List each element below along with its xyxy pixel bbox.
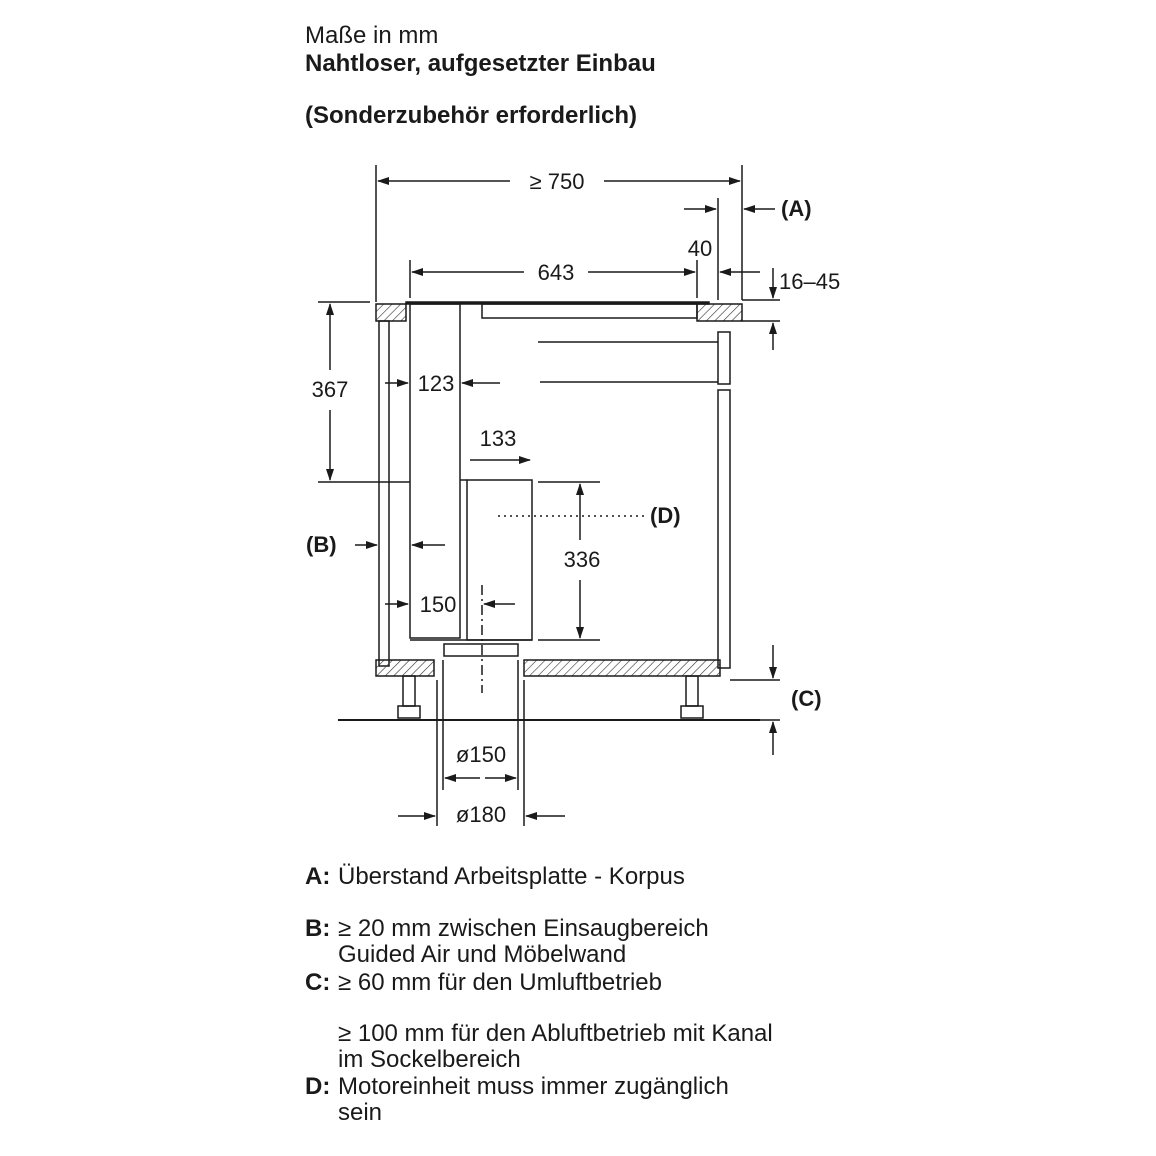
page-subtitle: (Sonderzubehör erforderlich) — [305, 102, 638, 129]
legend-key: B: — [305, 915, 331, 942]
cabinet-right-front — [717, 331, 731, 385]
dim-overall-width: ≥ 750 — [530, 169, 585, 194]
legend-text: ≥ 60 mm für den Umluftbetrieb — [338, 969, 662, 996]
legend-text: ≥ 100 mm für den Abluftbetrieb mit Kanal… — [338, 1020, 773, 1073]
marker-b: (B) — [306, 532, 337, 557]
page-title: Nahtloser, aufgesetzter Einbau — [305, 50, 656, 77]
legend-key: D: — [305, 1073, 331, 1100]
legend-text: Überstand Arbeitsplatte - Korpus — [338, 863, 685, 890]
countertop-right — [696, 303, 743, 322]
legend-key: A: — [305, 863, 331, 890]
hob-frame — [481, 303, 698, 319]
legend-text: ≥ 20 mm zwischen Einsaugbereich Guided A… — [338, 915, 709, 968]
dim-overhang: 40 — [688, 236, 712, 261]
legend-text: Motoreinheit muss immer zugänglich sein — [338, 1073, 729, 1126]
dim-duct-depth: 123 — [418, 371, 455, 396]
marker-d: (D) — [650, 503, 681, 528]
legend-key: C: — [305, 969, 331, 996]
unit-note: Maße in mm — [305, 22, 439, 49]
dim-countertop: 16–45 — [779, 269, 840, 294]
cabinet-left-wall — [378, 320, 390, 667]
duct-column — [409, 303, 461, 639]
cabinet-right-wall — [717, 389, 731, 669]
leg-right — [685, 675, 699, 707]
motor-unit — [466, 479, 533, 641]
leg-right-foot — [680, 705, 704, 719]
duct-outlet — [443, 643, 519, 657]
dim-pipe-outer: ø180 — [456, 802, 506, 827]
drawing-panel — [300, 0, 858, 1156]
leg-left — [402, 675, 416, 707]
dim-unit-width: 643 — [538, 260, 575, 285]
cabinet-bottom-right — [523, 659, 721, 677]
countertop-left — [375, 303, 407, 322]
dim-motor-depth: 133 — [480, 426, 517, 451]
dim-pipe-inner: ø150 — [456, 742, 506, 767]
installation-diagram: ≥ 750 643 40 16–45 367 123 133 336 150 ø… — [306, 165, 840, 827]
leg-left-foot — [397, 705, 421, 719]
dim-motor-height: 336 — [564, 547, 601, 572]
marker-a: (A) — [781, 196, 812, 221]
dim-lower-depth: 150 — [420, 592, 457, 617]
marker-c: (C) — [791, 686, 822, 711]
dim-upper-height: 367 — [312, 377, 349, 402]
cabinet-bottom-left — [375, 659, 435, 677]
